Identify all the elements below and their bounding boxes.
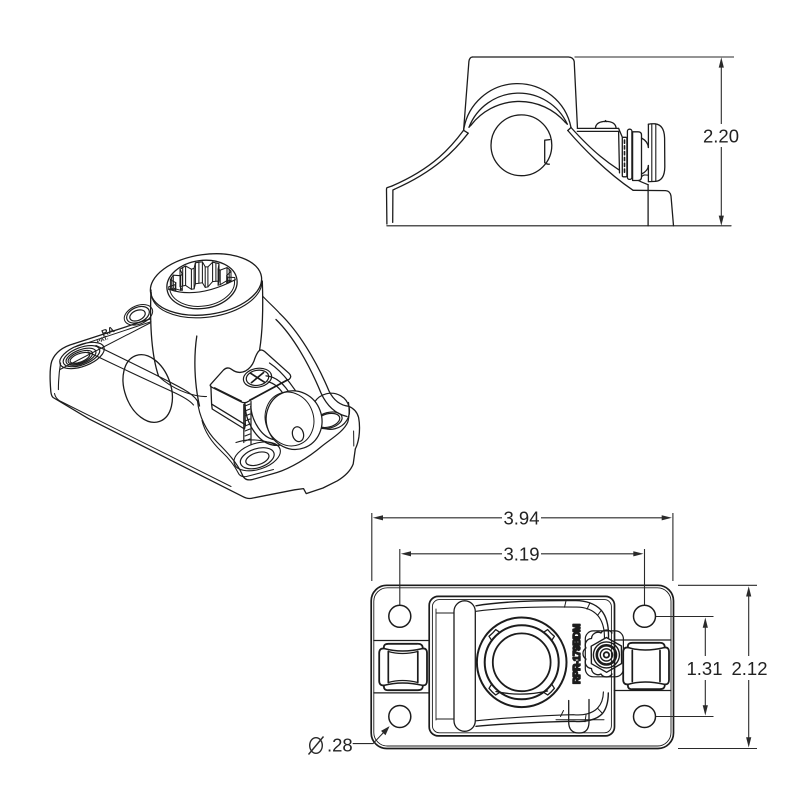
svg-text:PAT.: PAT. (96, 335, 110, 345)
svg-text:.28: .28 (327, 735, 353, 756)
svg-text:RPR-179BDM: RPR-179BDM (572, 624, 583, 684)
svg-text:3.19: 3.19 (504, 544, 540, 565)
svg-text:2.12: 2.12 (732, 658, 768, 679)
svg-text:1.31: 1.31 (687, 658, 723, 679)
svg-text:2.20: 2.20 (703, 126, 739, 147)
svg-text:RA: RA (100, 324, 116, 338)
svg-text:3.94: 3.94 (504, 508, 540, 529)
